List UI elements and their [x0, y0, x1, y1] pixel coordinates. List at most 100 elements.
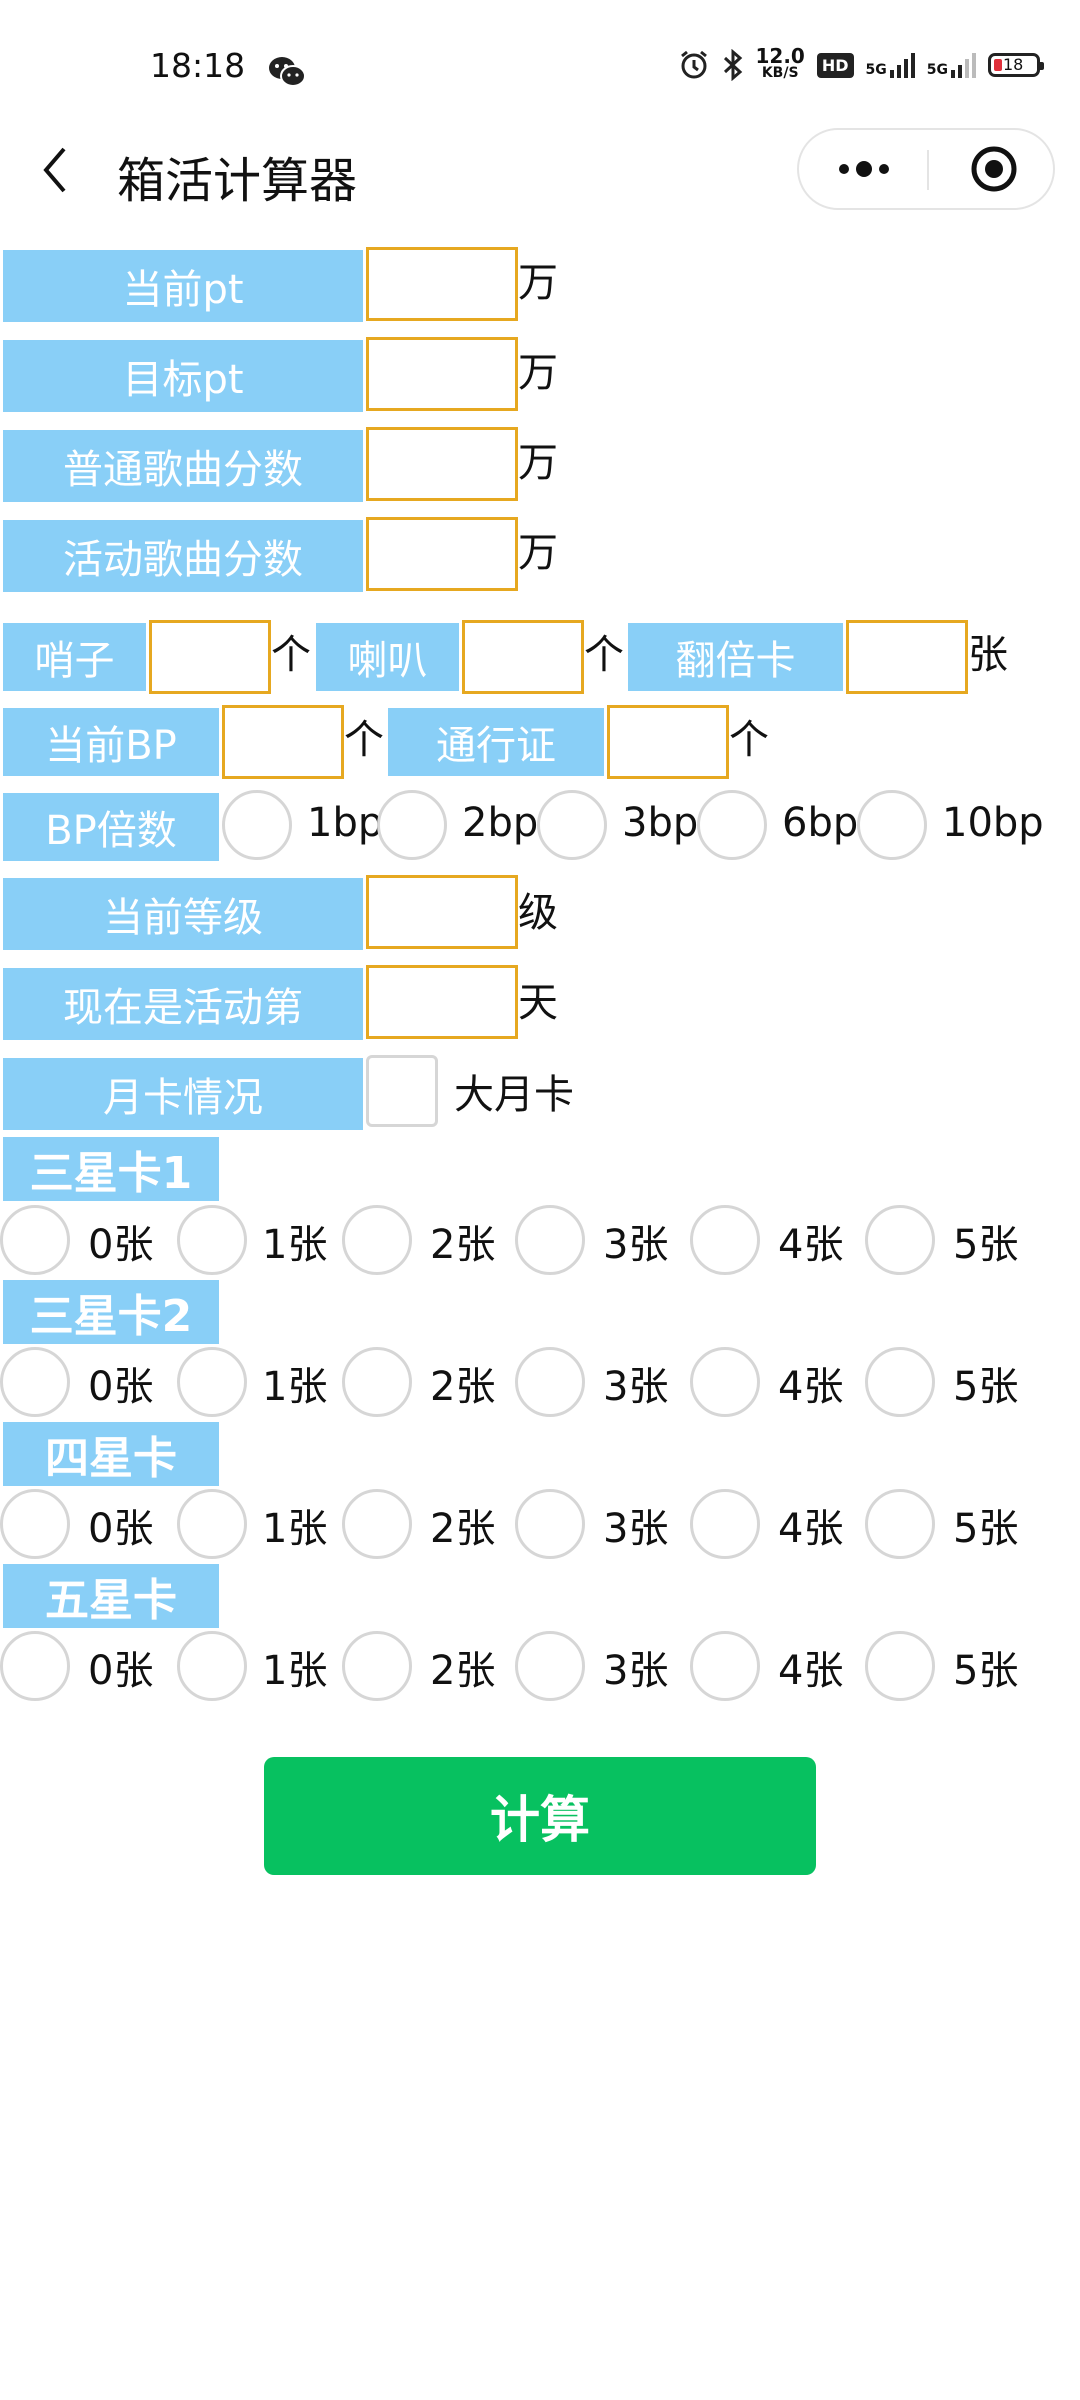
card-group-5star-label: 五星卡 [3, 1564, 219, 1628]
bp-option-1: 1bp [307, 800, 384, 846]
bluetooth-icon [722, 49, 744, 81]
wechat-icon [268, 56, 306, 88]
card-5star-radio-1[interactable] [177, 1631, 247, 1701]
card-3star2-radio-0[interactable] [0, 1347, 70, 1417]
hd-icon: HD [816, 52, 854, 78]
current-pt-input[interactable] [366, 247, 518, 321]
card-3star2-option-2: 2张 [430, 1364, 496, 1410]
event-day-label: 现在是活动第 [3, 968, 363, 1040]
card-3star1-radio-2[interactable] [342, 1205, 412, 1275]
page-title: 箱活计算器 [117, 153, 358, 209]
card-4star-option-5: 5张 [953, 1506, 1019, 1552]
card-3star1-radio-0[interactable] [0, 1205, 70, 1275]
card-4star-radio-4[interactable] [690, 1489, 760, 1559]
bp-option-2: 2bp [462, 800, 539, 846]
pass-label: 通行证 [388, 708, 604, 776]
event-day-unit: 天 [518, 980, 558, 1026]
card-4star-option-0: 0张 [88, 1506, 154, 1552]
calculate-button[interactable]: 计算 [264, 1757, 816, 1875]
current-level-label: 当前等级 [3, 878, 363, 950]
month-card-option: 大月卡 [454, 1072, 574, 1118]
normal-score-unit: 万 [518, 440, 558, 486]
current-level-input[interactable] [366, 875, 518, 949]
signal-icon-2: 5G [927, 52, 976, 78]
card-3star1-radio-4[interactable] [690, 1205, 760, 1275]
status-icons: 12.0 KB/S HD 5G 5G 18 [678, 44, 1044, 82]
event-score-input[interactable] [366, 517, 518, 591]
double-card-label: 翻倍卡 [628, 623, 843, 691]
normal-score-label: 普通歌曲分数 [3, 430, 363, 502]
event-score-unit: 万 [518, 530, 558, 576]
card-group-3star-1-label: 三星卡1 [3, 1137, 219, 1201]
card-3star2-radio-2[interactable] [342, 1347, 412, 1417]
bp-radio-2[interactable] [377, 790, 447, 860]
card-3star1-radio-3[interactable] [515, 1205, 585, 1275]
card-4star-option-2: 2张 [430, 1506, 496, 1552]
target-circle-icon[interactable] [949, 140, 1039, 198]
card-3star2-radio-5[interactable] [865, 1347, 935, 1417]
bp-option-3: 3bp [622, 800, 699, 846]
card-3star1-option-0: 0张 [88, 1222, 154, 1268]
card-5star-radio-2[interactable] [342, 1631, 412, 1701]
bp-multiplier-label: BP倍数 [3, 793, 219, 861]
current-pt-unit: 万 [518, 260, 558, 306]
card-4star-radio-0[interactable] [0, 1489, 70, 1559]
card-4star-radio-1[interactable] [177, 1489, 247, 1559]
pass-unit: 个 [729, 717, 769, 763]
pass-input[interactable] [607, 705, 729, 779]
card-4star-option-1: 1张 [262, 1506, 328, 1552]
card-5star-radio-4[interactable] [690, 1631, 760, 1701]
bp-option-6: 6bp [782, 800, 859, 846]
network-speed: 12.0 KB/S [755, 44, 805, 81]
event-day-input[interactable] [366, 965, 518, 1039]
whistle-input[interactable] [149, 620, 271, 694]
card-5star-option-5: 5张 [953, 1648, 1019, 1694]
double-card-input[interactable] [846, 620, 968, 694]
horn-label: 喇叭 [316, 623, 459, 691]
menu-capsule [797, 128, 1055, 210]
bp-radio-1[interactable] [222, 790, 292, 860]
current-pt-label: 当前pt [3, 250, 363, 322]
whistle-label: 哨子 [3, 623, 146, 691]
card-5star-option-0: 0张 [88, 1648, 154, 1694]
card-3star1-radio-5[interactable] [865, 1205, 935, 1275]
signal-icon: 5G [866, 52, 915, 78]
normal-score-input[interactable] [366, 427, 518, 501]
more-dots-icon[interactable] [819, 140, 909, 198]
card-3star2-option-5: 5张 [953, 1364, 1019, 1410]
status-time: 18:18 [150, 46, 246, 85]
double-card-unit: 张 [968, 632, 1008, 678]
card-4star-option-3: 3张 [603, 1506, 669, 1552]
bp-radio-6[interactable] [697, 790, 767, 860]
current-bp-label: 当前BP [3, 708, 219, 776]
card-5star-option-4: 4张 [778, 1648, 844, 1694]
card-3star2-option-0: 0张 [88, 1364, 154, 1410]
month-card-label: 月卡情况 [3, 1058, 363, 1130]
card-5star-radio-5[interactable] [865, 1631, 935, 1701]
current-level-unit: 级 [518, 890, 558, 936]
card-3star2-option-1: 1张 [262, 1364, 328, 1410]
card-5star-radio-3[interactable] [515, 1631, 585, 1701]
back-arrow-icon[interactable] [35, 142, 75, 198]
card-5star-radio-0[interactable] [0, 1631, 70, 1701]
month-card-checkbox[interactable] [366, 1055, 438, 1127]
card-3star2-radio-1[interactable] [177, 1347, 247, 1417]
battery-icon: 18 [988, 53, 1044, 77]
card-5star-option-3: 3张 [603, 1648, 669, 1694]
card-3star1-option-1: 1张 [262, 1222, 328, 1268]
card-3star2-option-3: 3张 [603, 1364, 669, 1410]
current-bp-input[interactable] [222, 705, 344, 779]
card-4star-radio-3[interactable] [515, 1489, 585, 1559]
target-pt-input[interactable] [366, 337, 518, 411]
card-4star-radio-2[interactable] [342, 1489, 412, 1559]
bp-radio-3[interactable] [537, 790, 607, 860]
card-3star2-radio-4[interactable] [690, 1347, 760, 1417]
card-3star2-radio-3[interactable] [515, 1347, 585, 1417]
bp-radio-10[interactable] [857, 790, 927, 860]
horn-input[interactable] [462, 620, 584, 694]
event-score-label: 活动歌曲分数 [3, 520, 363, 592]
card-5star-option-1: 1张 [262, 1648, 328, 1694]
card-4star-radio-5[interactable] [865, 1489, 935, 1559]
card-3star1-radio-1[interactable] [177, 1205, 247, 1275]
card-3star1-option-5: 5张 [953, 1222, 1019, 1268]
